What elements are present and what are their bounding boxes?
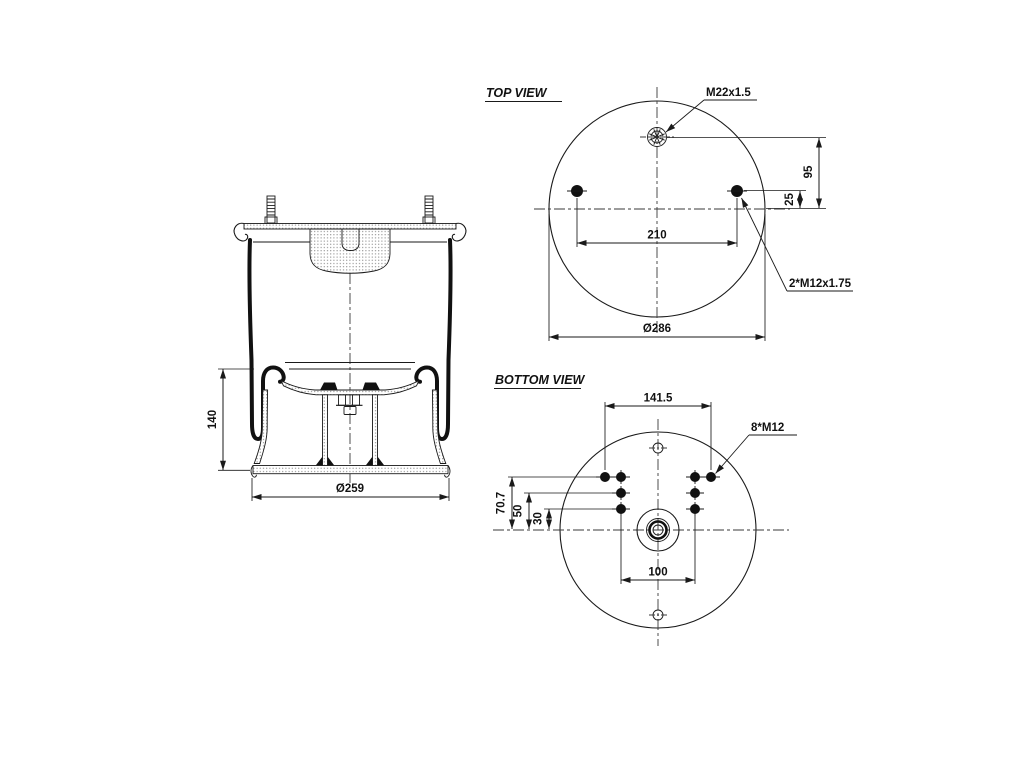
boss-ring [646, 518, 670, 542]
row-offset-dim-text-2: 50 [513, 505, 525, 518]
extension-line [576, 198, 738, 247]
row-offset-dim-text-3: 30 [533, 512, 545, 525]
boss-outer-circle [636, 508, 680, 552]
stud-thread-label: 2*M12x1.75 [789, 278, 852, 290]
center-nut-facets [345, 394, 353, 406]
top-view-title: TOP VIEW [486, 86, 548, 100]
base-diameter-dim-text: Ø259 [336, 483, 364, 495]
bottom-view-title: BOTTOM VIEW [495, 373, 586, 387]
top-view: TOP VIEW 95 25 210 Ø286 [485, 86, 853, 341]
stud-threads [425, 198, 433, 216]
bolt-hole [616, 488, 626, 498]
top-plate-left-curl [233, 222, 249, 242]
center-nut [338, 394, 360, 406]
boss-thread-ring [648, 520, 668, 540]
bolt-hole [690, 504, 700, 514]
rib-weld [365, 456, 373, 466]
bolt-thread-label: 8*M12 [751, 422, 784, 434]
piston-top-plate-section [280, 379, 420, 396]
height-dim-text: 140 [207, 410, 219, 429]
side-dimensions: 140 Ø259 [207, 368, 450, 501]
extension-line [604, 402, 712, 470]
air-fitting-thread-label: M22x1.5 [706, 87, 751, 99]
stud-thread-leader [741, 197, 788, 292]
bump-stop-body [309, 228, 391, 274]
stud-shank [424, 195, 434, 224]
piston [250, 362, 451, 478]
base-right-lip [444, 465, 451, 478]
bump-stop [309, 228, 391, 274]
bolt-hole [616, 504, 626, 514]
top-plate-right-curl [451, 222, 467, 242]
stud-threads [267, 198, 275, 216]
bolt-hole [706, 472, 716, 482]
row-offset-dim-text-1: 70.7 [496, 492, 508, 514]
stud-offset-dim-text: 25 [784, 193, 796, 206]
center-clamp-left [320, 382, 338, 390]
bolt-hole [616, 472, 626, 482]
base-left-lip [250, 465, 257, 478]
air-fitting-leader [665, 99, 705, 133]
plate-diameter-dim-text: Ø286 [643, 323, 671, 335]
boss-bore [652, 524, 664, 536]
rib-weld [377, 456, 385, 466]
extension-line [508, 476, 613, 510]
fitting-offset-dim-text: 95 [803, 165, 815, 178]
mounting-stud-left [264, 195, 278, 224]
bolt-hole [690, 488, 700, 498]
extension-line [548, 214, 766, 341]
bolt-hole [690, 472, 700, 482]
center-clamp-right [362, 382, 380, 390]
center-boss [636, 508, 680, 552]
bolt-holes [596, 470, 720, 516]
inner-bolt-span-dim-text: 100 [648, 567, 667, 579]
center-bolt-tip [343, 406, 357, 415]
rib-weld [315, 456, 323, 466]
bolt-hole [600, 472, 610, 482]
piston-wall-right [431, 389, 447, 464]
air-fitting [640, 127, 674, 147]
extension-line [620, 516, 696, 584]
piston-rib-right [372, 394, 378, 467]
stud-spacing-dim-text: 210 [647, 230, 666, 242]
air-fitting-inner [650, 130, 664, 144]
bolt-thread-leader [715, 434, 750, 474]
piston-base-plate [252, 465, 449, 475]
bump-stop-notch [341, 228, 360, 251]
bottom-view: BOTTOM VIEW [493, 373, 797, 646]
piston-rib-left [322, 394, 328, 467]
outer-bolt-span-dim-text: 141.5 [644, 393, 673, 405]
side-view: 140 Ø259 [207, 195, 467, 501]
rib-weld [327, 456, 335, 466]
piston-wall-left [253, 389, 269, 464]
mounting-stud-right [422, 195, 436, 224]
stud-shank [266, 195, 276, 224]
top-plate-section [243, 223, 457, 230]
